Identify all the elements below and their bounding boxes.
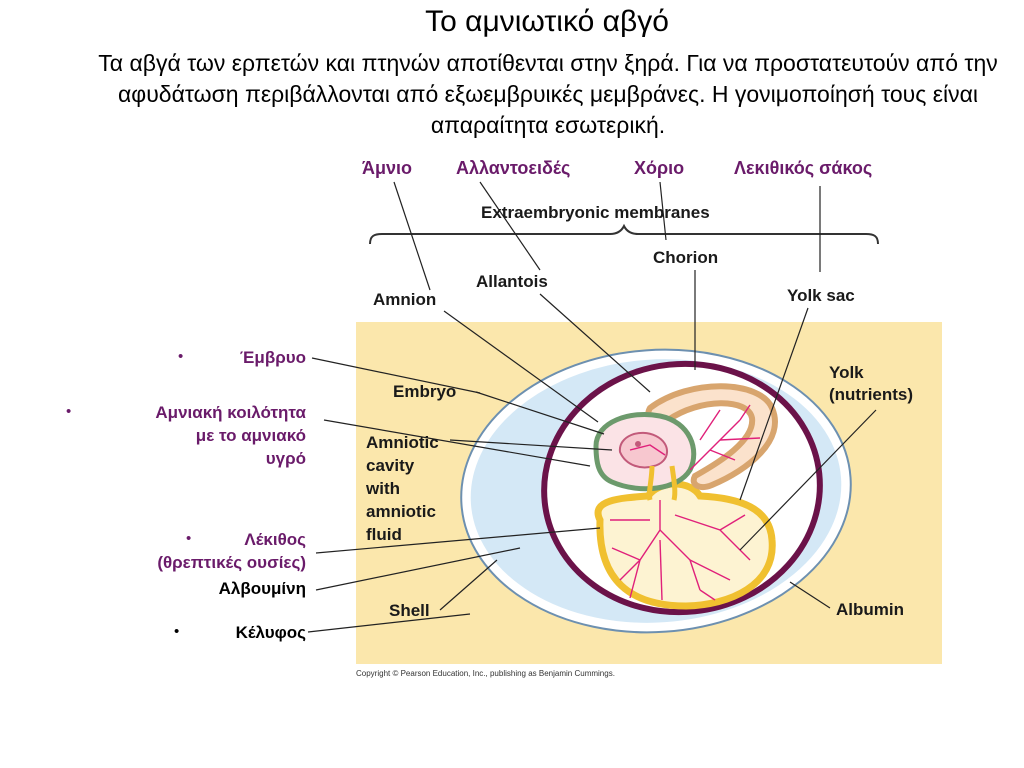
allantois bbox=[645, 383, 778, 490]
embryo-body bbox=[618, 431, 668, 469]
label-amniotic-2: cavity bbox=[366, 456, 415, 475]
label-amniotic-1: Amniotic bbox=[366, 433, 439, 452]
label-yolk-1: Yolk bbox=[829, 363, 864, 382]
slide-subtitle: Τα αβγά των ερπετών και πτηνών αποτίθεντ… bbox=[98, 50, 998, 138]
label-amnio-greek: Άμνιο bbox=[362, 158, 413, 178]
label-shell-greek: Κέλυφος bbox=[235, 623, 306, 642]
leader-lines bbox=[307, 181, 877, 633]
label-albumin: Albumin bbox=[836, 600, 904, 619]
bullet-amniotic-cavity: • bbox=[66, 403, 72, 420]
label-yolk-greek-1: Λέκιθος bbox=[244, 530, 306, 549]
label-yolk-sac: Yolk sac bbox=[787, 286, 855, 305]
copyright-notice: Copyright © Pearson Education, Inc., pub… bbox=[356, 669, 615, 678]
bullet-yolk: • bbox=[186, 530, 192, 547]
yolk-sac bbox=[594, 480, 776, 610]
bullet-shell: • bbox=[174, 623, 180, 640]
label-allantois: Allantois bbox=[476, 272, 548, 291]
blood-vessels bbox=[610, 404, 761, 601]
label-allantoides-greek: Αλλαντοειδές bbox=[456, 158, 571, 178]
slide-title: Το αμνιωτικό αβγό bbox=[425, 5, 669, 38]
label-yolk-2: (nutrients) bbox=[829, 385, 914, 404]
label-amniotic-5: fluid bbox=[366, 525, 402, 544]
label-amniotic-4: amniotic bbox=[366, 502, 436, 521]
label-amniotic-cavity-greek-3: υγρό bbox=[265, 449, 306, 468]
label-extraembryonic-membranes: Extraembryonic membranes bbox=[481, 203, 710, 222]
label-chorio-greek: Χόριο bbox=[634, 158, 685, 178]
label-amniotic-3: with bbox=[366, 479, 400, 498]
label-amniotic-cavity-greek-2: με το αμνιακό bbox=[195, 426, 306, 445]
label-chorion: Chorion bbox=[653, 248, 719, 267]
label-yolk-greek-2: (θρεπτικές ουσίες) bbox=[157, 553, 306, 572]
label-lekithikos-sakos-greek: Λεκιθικός σάκος bbox=[734, 158, 873, 178]
label-embryo: Embryo bbox=[393, 382, 457, 401]
bullet-embryo: • bbox=[178, 348, 184, 365]
label-embryo-greek: Έμβρυο bbox=[239, 348, 306, 367]
label-amniotic-cavity-greek-1: Αμνιακή κοιλότητα bbox=[155, 403, 306, 422]
extraembryonic-brace bbox=[369, 223, 879, 245]
label-shell: Shell bbox=[389, 601, 430, 620]
label-albumin-greek: Αλβουμίνη bbox=[218, 579, 306, 598]
label-amnion: Amnion bbox=[373, 290, 437, 309]
